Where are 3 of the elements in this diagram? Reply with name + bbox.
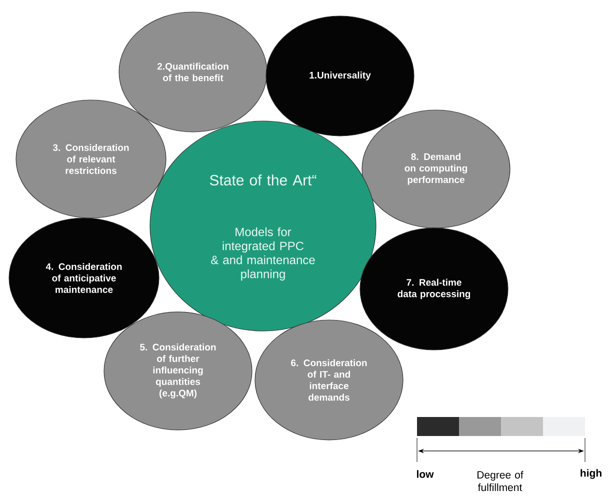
scale-label: low [417,470,434,478]
scale-label: high [580,469,602,479]
scale-label: Degree of fulfillment [478,470,524,492]
